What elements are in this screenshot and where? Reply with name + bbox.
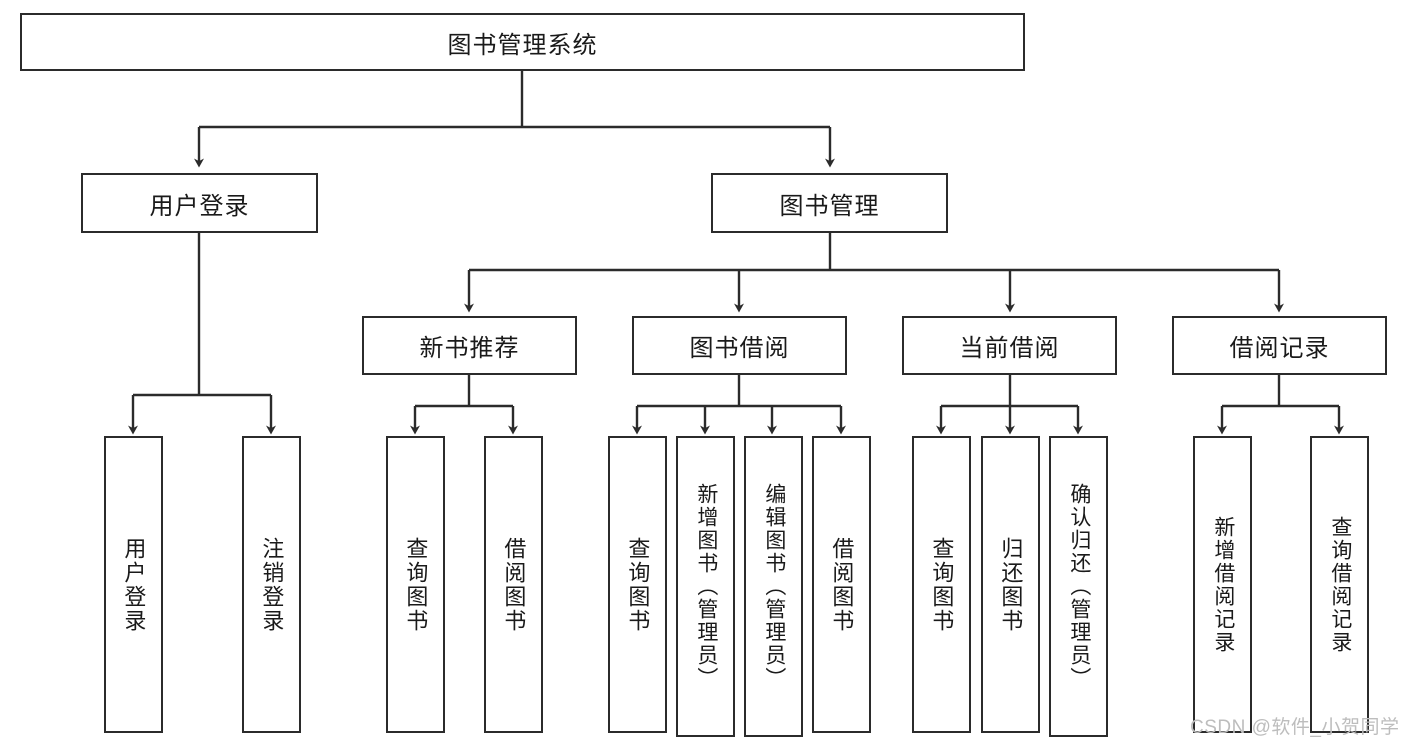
node-label: 用户登录 — [149, 192, 250, 220]
leaf-user-login-logout[interactable]: 注销登录 — [242, 436, 301, 733]
node-book-borrow[interactable]: 图书借阅 — [632, 316, 847, 375]
node-label: 借阅记录 — [1229, 335, 1330, 362]
node-new-book-recommend[interactable]: 新书推荐 — [362, 316, 577, 375]
leaf-book-borrow-borrow[interactable]: 借阅图书 — [812, 436, 871, 733]
node-label: 归还图书 — [998, 536, 1024, 633]
leaf-book-borrow-edit[interactable]: 编辑图书（管理员） — [744, 436, 803, 737]
leaf-borrow-record-add[interactable]: 新增借阅记录 — [1193, 436, 1252, 733]
leaf-new-book-borrow[interactable]: 借阅图书 — [484, 436, 543, 733]
leaf-book-borrow-add[interactable]: 新增图书（管理员） — [676, 436, 735, 737]
node-label: 查询图书 — [403, 536, 429, 633]
node-label: 用户登录 — [121, 536, 147, 633]
node-label: 图书借阅 — [689, 335, 790, 362]
leaf-book-borrow-query[interactable]: 查询图书 — [608, 436, 667, 733]
leaf-new-book-query[interactable]: 查询图书 — [386, 436, 445, 733]
node-label: 查询图书 — [625, 536, 651, 633]
leaf-current-borrow-confirm-return[interactable]: 确认归还（管理员） — [1049, 436, 1108, 737]
leaf-borrow-record-query[interactable]: 查询借阅记录 — [1310, 436, 1369, 733]
node-label: 当前借阅 — [959, 335, 1060, 362]
node-borrow-record[interactable]: 借阅记录 — [1172, 316, 1387, 375]
node-label: 查询图书 — [929, 536, 955, 633]
node-root-system[interactable]: 图书管理系统 — [20, 13, 1025, 71]
node-label: 编辑图书（管理员） — [762, 483, 786, 690]
leaf-current-borrow-return[interactable]: 归还图书 — [981, 436, 1040, 733]
node-label: 新增图书（管理员） — [694, 483, 718, 690]
leaf-current-borrow-query[interactable]: 查询图书 — [912, 436, 971, 733]
node-label: 新书推荐 — [419, 335, 520, 362]
node-label: 借阅图书 — [829, 536, 855, 633]
node-label: 新增借阅记录 — [1211, 515, 1235, 654]
node-label: 借阅图书 — [501, 536, 527, 633]
node-label: 注销登录 — [259, 536, 285, 633]
node-label: 查询借阅记录 — [1328, 515, 1352, 654]
node-book-management[interactable]: 图书管理 — [711, 173, 948, 233]
node-label: 图书管理 — [779, 192, 880, 220]
node-label: 图书管理系统 — [447, 31, 598, 59]
node-label: 确认归还（管理员） — [1067, 483, 1091, 690]
csdn-watermark: CSDN @软件_小贺同学 — [1190, 717, 1400, 738]
node-user-login[interactable]: 用户登录 — [81, 173, 318, 233]
leaf-user-login-login[interactable]: 用户登录 — [104, 436, 163, 733]
node-current-borrow[interactable]: 当前借阅 — [902, 316, 1117, 375]
